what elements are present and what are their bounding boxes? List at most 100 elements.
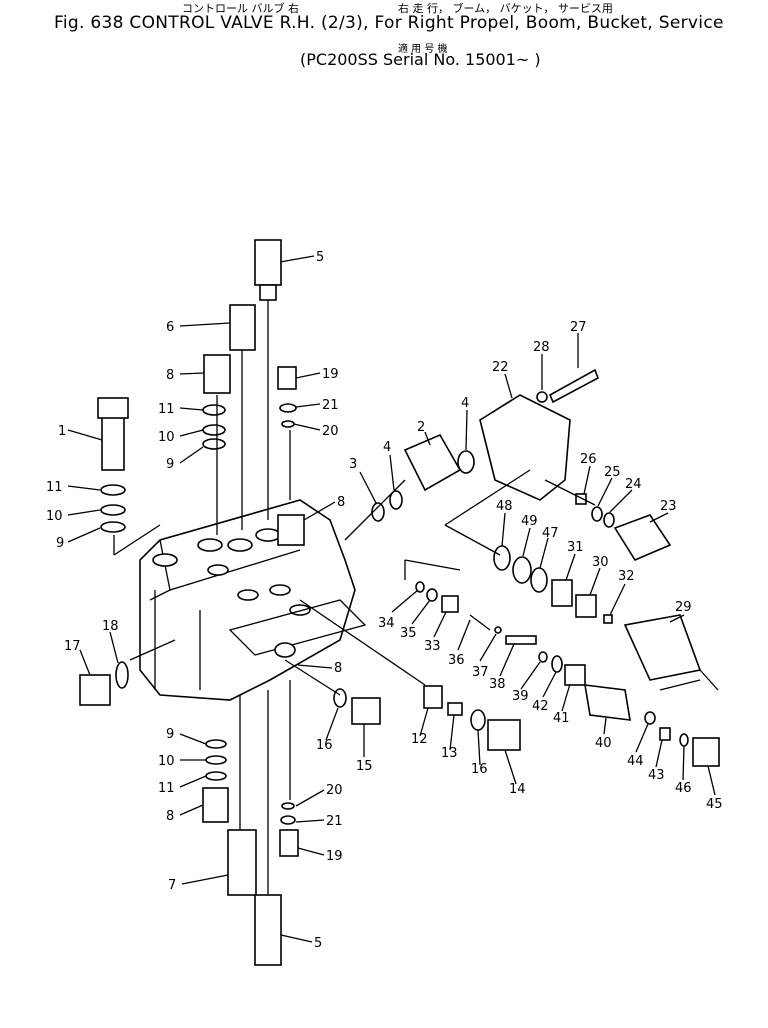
part-8-top (203, 354, 231, 394)
callout-39: 39 (512, 689, 529, 704)
oring-18 (115, 661, 129, 689)
part-33 (441, 595, 459, 613)
part-7 (227, 829, 257, 896)
part-39 (538, 651, 548, 663)
callout-31: 31 (567, 540, 584, 555)
callout-16: 16 (316, 738, 333, 753)
callout-32: 32 (618, 569, 635, 584)
callout-8: 8 (337, 495, 345, 510)
oring-20-top (281, 420, 295, 428)
part-6 (229, 304, 256, 351)
callout-4: 4 (383, 440, 391, 455)
valve-body (139, 499, 367, 701)
callout-11: 11 (46, 480, 63, 495)
figure-title: Fig. 638 CONTROL VALVE R.H. (2/3), For R… (54, 13, 724, 33)
callout-19: 19 (322, 367, 339, 382)
part-22 (479, 394, 571, 501)
callout-17: 17 (64, 639, 81, 654)
callout-11: 11 (158, 781, 175, 796)
callout-29: 29 (675, 600, 692, 615)
callout-5: 5 (316, 250, 324, 265)
callout-8: 8 (334, 661, 342, 676)
callout-4: 4 (461, 396, 469, 411)
callout-49: 49 (521, 514, 538, 529)
part-29 (623, 614, 702, 681)
part-37 (494, 626, 502, 634)
callout-23: 23 (660, 499, 677, 514)
callout-34: 34 (378, 616, 395, 631)
oring-3 (371, 502, 385, 522)
callout-36: 36 (448, 653, 465, 668)
part-19-low (279, 829, 299, 857)
part-8-low (202, 787, 229, 823)
oring-20-low (281, 802, 295, 810)
callout-labels: 5 6 8 19 21 20 11 10 9 1 11 10 9 8 3 4 2… (46, 250, 723, 951)
part-17 (79, 674, 111, 706)
callout-2: 2 (417, 420, 425, 435)
oring-9-low (205, 739, 227, 749)
part-1 (97, 397, 129, 471)
part-23 (613, 514, 672, 562)
callout-leaders (67, 255, 716, 943)
oring-42 (551, 655, 563, 673)
callout-26: 26 (580, 452, 597, 467)
part-40 (584, 684, 631, 721)
callout-9: 9 (166, 727, 174, 742)
callout-11: 11 (158, 402, 175, 417)
part-44 (644, 711, 656, 725)
callout-18: 18 (102, 619, 119, 634)
callout-47: 47 (542, 526, 559, 541)
japanese-title-left: コントロール バルブ 右 (182, 2, 299, 15)
callout-12: 12 (411, 732, 428, 747)
part-2 (403, 433, 462, 492)
callout-10: 10 (158, 430, 175, 445)
oring-10-top (202, 424, 226, 436)
callout-40: 40 (595, 736, 612, 751)
callout-48: 48 (496, 499, 513, 514)
part-13 (447, 702, 463, 716)
callout-6: 6 (166, 320, 174, 335)
oring-28 (536, 391, 548, 403)
callout-24: 24 (625, 477, 642, 492)
part-5-low (254, 894, 282, 966)
callout-1: 1 (58, 424, 66, 439)
callout-9: 9 (56, 536, 64, 551)
japanese-title-right: 右 走 行， ブーム， バケット， サービス用 (398, 2, 613, 15)
oring-21-low (280, 815, 296, 825)
callout-10: 10 (46, 509, 63, 524)
part-38 (505, 635, 537, 645)
callout-46: 46 (675, 781, 692, 796)
serial-applicability: (PC200SS Serial No. 15001~ ) (300, 50, 541, 69)
part-30 (575, 594, 597, 618)
part-19-top (277, 366, 297, 390)
callout-30: 30 (592, 555, 609, 570)
callout-22: 22 (492, 360, 509, 375)
oring-10-left (100, 504, 126, 516)
callout-38: 38 (489, 677, 506, 692)
oring-34 (415, 581, 425, 593)
oring-21-top (279, 403, 297, 413)
part-8-right (277, 514, 305, 546)
japanese-applicable-model: 適 用 号 機 (398, 44, 448, 55)
part-31 (551, 579, 573, 607)
callout-8: 8 (166, 368, 174, 383)
part-15 (351, 697, 381, 725)
part-26 (575, 493, 587, 505)
oring-11-top (202, 404, 226, 416)
callout-9: 9 (166, 457, 174, 472)
oring-4b (457, 450, 475, 474)
oring-46 (679, 733, 689, 747)
oring-9-top (202, 438, 226, 450)
oring-4a (389, 490, 403, 510)
part-27 (548, 368, 599, 404)
part-12 (423, 685, 443, 709)
part-45 (692, 737, 720, 767)
oring-9-left (100, 521, 126, 533)
part-8-mid (274, 642, 296, 658)
callout-5: 5 (314, 936, 322, 951)
callout-14: 14 (509, 782, 526, 797)
part-41 (564, 664, 586, 686)
callout-43: 43 (648, 768, 665, 783)
callout-20: 20 (326, 783, 343, 798)
